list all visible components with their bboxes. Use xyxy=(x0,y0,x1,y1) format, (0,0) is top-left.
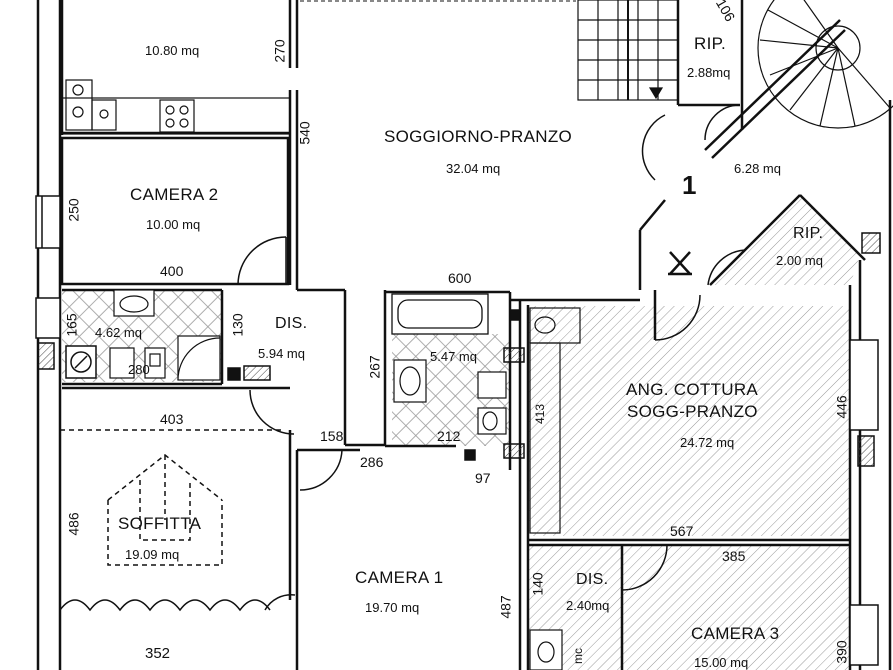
room-area-kitchen-top: 10.80 mq xyxy=(145,43,200,58)
dim-270: 270 xyxy=(271,39,288,63)
dim-165: 165 xyxy=(63,313,80,337)
dim-413: 413 xyxy=(533,403,548,425)
room-area-stair: 6.28 mq xyxy=(734,161,781,176)
room-area-dis2: 2.40mq xyxy=(566,598,610,613)
dim-130: 130 xyxy=(229,313,246,337)
room-area-ang-cottura: 24.72 mq xyxy=(680,435,735,450)
room-name-camera1: CAMERA 1 xyxy=(355,568,444,587)
dim-267: 267 xyxy=(366,355,383,379)
room-name-soffitta: SOFFITTA xyxy=(118,514,202,533)
dim-158: 158 xyxy=(320,428,344,444)
room-area-bath2: 5.47 mq xyxy=(430,349,477,364)
room-name-dis2: DIS. xyxy=(576,571,609,588)
sink-icon xyxy=(393,359,427,403)
door-swing-icon xyxy=(237,104,746,611)
sink-icon xyxy=(529,629,563,670)
room-area-dis1: 5.94 mq xyxy=(258,346,305,361)
bathtub-icon xyxy=(391,293,489,335)
dim-486: 486 xyxy=(65,512,82,536)
dim-286: 286 xyxy=(360,454,384,470)
dim-446: 446 xyxy=(833,395,850,419)
dim-212: 212 xyxy=(437,428,461,444)
dim-390: 390 xyxy=(833,640,850,664)
room-area-soggiorno: 32.04 mq xyxy=(446,161,501,176)
shower-icon xyxy=(177,335,221,381)
unit-number: 1 xyxy=(682,170,697,200)
chimney-flue-icon xyxy=(37,232,881,467)
dim-403: 403 xyxy=(160,411,184,427)
room-area-camera3: 15.00 mq xyxy=(694,655,749,670)
mc-label: mc xyxy=(571,648,585,664)
sink-icon xyxy=(113,289,155,317)
dim-140: 140 xyxy=(529,572,546,596)
hatched-floor-right xyxy=(528,195,860,670)
walls xyxy=(36,0,892,670)
room-name-ang-cottura-1: ANG. COTTURA xyxy=(626,380,759,399)
dim-250: 250 xyxy=(65,198,82,222)
dim-280: 280 xyxy=(128,362,150,377)
room-name-camera2: CAMERA 2 xyxy=(130,185,219,204)
room-name-rip2: RIP. xyxy=(793,225,824,242)
washing-machine-icon xyxy=(65,345,97,379)
room-area-bath1: 4.62 mq xyxy=(95,325,142,340)
entrance-marker xyxy=(668,251,692,276)
room-name-ang-cottura-2: SOGG-PRANZO xyxy=(627,402,758,421)
dim-600: 600 xyxy=(448,270,472,286)
kitchen-counter xyxy=(61,79,291,135)
kitchen-counter xyxy=(529,307,581,534)
dim-540: 540 xyxy=(296,121,313,145)
room-area-rip2: 2.00 mq xyxy=(776,253,823,268)
attic-roof-edge xyxy=(59,429,285,612)
toilet-icon xyxy=(109,347,166,379)
dim-97: 97 xyxy=(475,470,491,486)
room-area-rip1: 2.88mq xyxy=(687,65,731,80)
room-area-camera1: 19.70 mq xyxy=(365,600,420,615)
room-name-dis1: DIS. xyxy=(275,315,308,332)
toilet-icon xyxy=(477,371,507,435)
room-name-camera3: CAMERA 3 xyxy=(691,624,780,643)
dim-385: 385 xyxy=(722,548,746,564)
dim-487: 487 xyxy=(497,595,514,619)
dim-400: 400 xyxy=(160,263,184,279)
room-area-soffitta: 19.09 mq xyxy=(125,547,180,562)
spiral-staircase-icon xyxy=(757,0,893,129)
room-name-soggiorno: SOGGIORNO-PRANZO xyxy=(384,127,573,146)
stove-icon xyxy=(159,99,195,133)
straight-staircase-icon xyxy=(577,0,679,101)
windows xyxy=(35,195,879,666)
dim-567: 567 xyxy=(670,523,694,539)
room-name-rip1: RIP. xyxy=(694,34,727,53)
dim-352: 352 xyxy=(145,645,171,662)
room-area-camera2: 10.00 mq xyxy=(146,217,201,232)
